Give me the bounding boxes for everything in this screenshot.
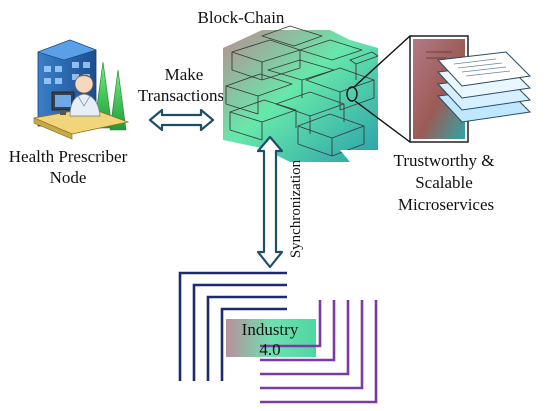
blockchain-cluster [223, 25, 379, 162]
industry-lines-navy [178, 271, 287, 381]
industry-label-line1: Industry [242, 320, 299, 339]
microservices-label-line2: Scalable [415, 173, 473, 192]
health-node-label-line1: Health Prescriber [9, 147, 128, 166]
make-transactions-label-line2: Transactions [138, 86, 224, 105]
synchronization-label: Synchronization [288, 159, 304, 258]
microservices-label-line1: Trustworthy & [394, 151, 495, 170]
block-chain-label: Block-Chain [198, 8, 285, 27]
industry-lines-purple [260, 300, 378, 404]
health-node-label-line2: Node [50, 168, 87, 187]
transactions-double-arrow [148, 108, 215, 132]
health-node-icon [32, 39, 130, 140]
magnifier-lines [346, 35, 411, 143]
make-transactions-label-line1: Make [165, 65, 204, 84]
document-stack-icon [436, 51, 532, 123]
industry-label-line2: 4.0 [259, 340, 280, 359]
synchronization-double-arrow [256, 135, 284, 269]
industry-label-box [226, 319, 316, 357]
microservices-label-line3: Microservices [398, 195, 494, 214]
